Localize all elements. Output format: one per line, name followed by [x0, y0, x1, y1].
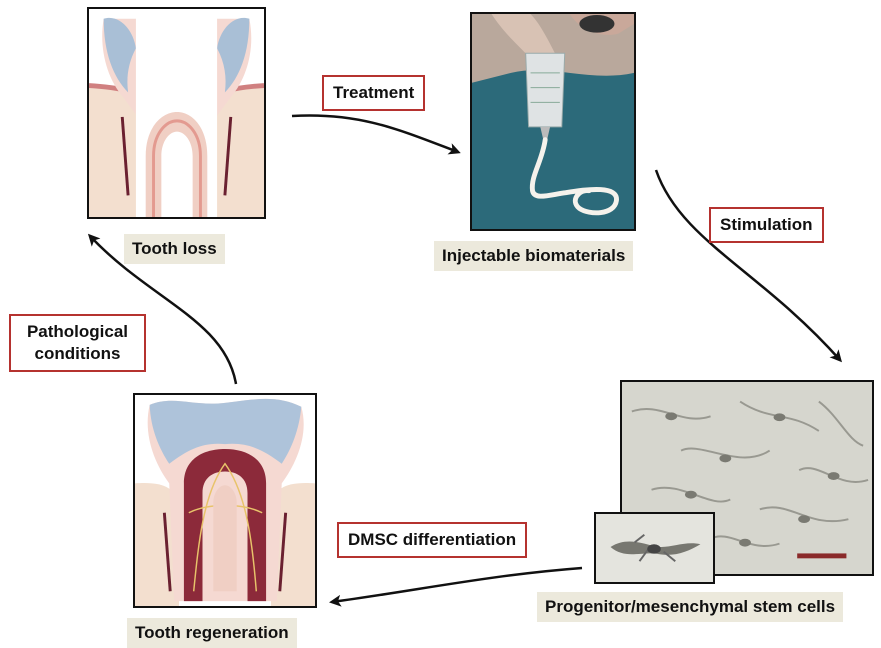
stem-cells-label: Progenitor/mesenchymal stem cells — [537, 592, 843, 622]
tooth-regeneration-label: Tooth regeneration — [127, 618, 297, 648]
arrow-treatment — [292, 115, 458, 152]
stimulation-label: Stimulation — [709, 207, 824, 243]
stem-cell-inset-image — [594, 512, 715, 584]
dmsc-differentiation-label: DMSC differentiation — [337, 522, 527, 558]
injectable-biomaterials-label: Injectable biomaterials — [434, 241, 633, 271]
tooth-loss-label: Tooth loss — [124, 234, 225, 264]
pathological-line-2: conditions — [20, 343, 135, 365]
pathological-conditions-label: Pathological conditions — [9, 314, 146, 372]
tooth-loss-image — [87, 7, 266, 219]
treatment-label: Treatment — [322, 75, 425, 111]
injectable-biomaterials-image — [470, 12, 636, 231]
pathological-line-1: Pathological — [20, 321, 135, 343]
tooth-regeneration-image — [133, 393, 317, 608]
arrow-stimulation — [656, 170, 840, 360]
